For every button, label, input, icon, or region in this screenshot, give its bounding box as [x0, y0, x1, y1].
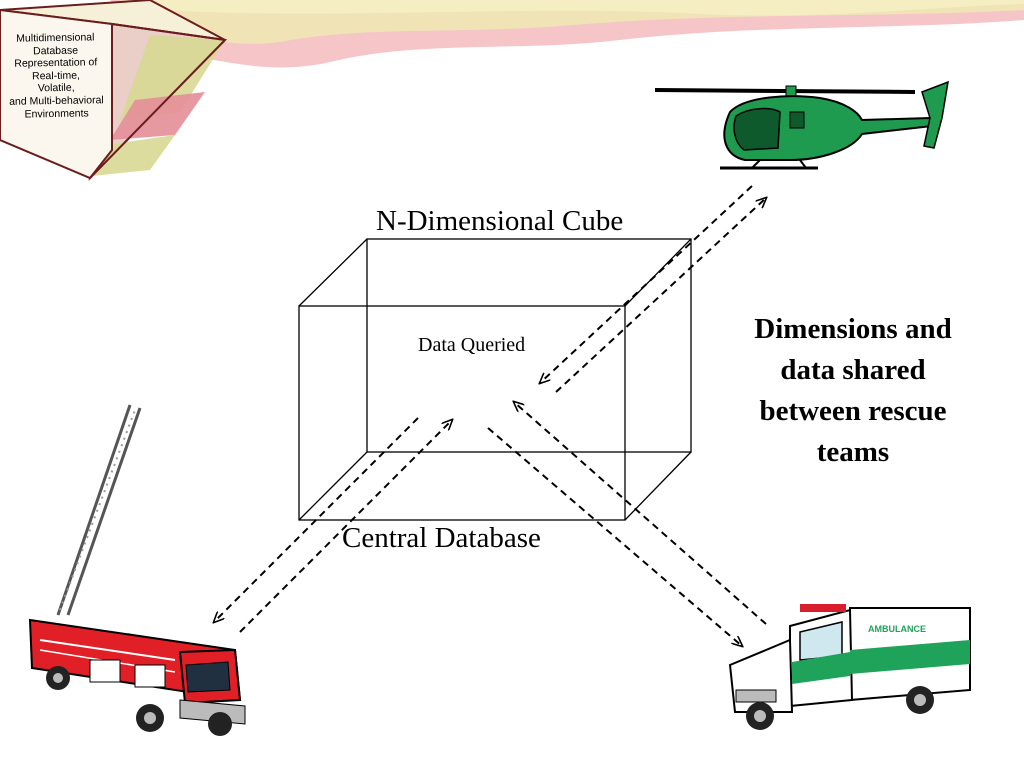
arrow-firetruck-to-cube — [239, 420, 452, 633]
side-note-line: teams — [816, 436, 890, 468]
side-note-line: between rescue — [759, 395, 947, 427]
ambulance-lettering: AMBULANCE — [868, 624, 926, 634]
side-note-line: Dimensions and — [754, 313, 952, 345]
fire-truck-illustration — [28, 404, 246, 736]
logo-cube — [0, 0, 228, 181]
arrow-ambulance-to-cube — [514, 402, 767, 625]
top-banner — [110, 0, 1024, 68]
arrow-helicopter-to-cube — [540, 185, 753, 383]
logo-line: Representation of — [14, 56, 98, 70]
data-flow-arrows — [214, 185, 767, 646]
arrow-cube-to-firetruck — [214, 417, 419, 622]
logo-line: and Multi-behavioral — [9, 94, 104, 108]
helicopter-illustration — [654, 80, 949, 170]
side-note: Dimensions and data shared between rescu… — [728, 309, 978, 473]
logo-line: Environments — [24, 106, 89, 121]
cube-caption: Central Database — [342, 522, 541, 554]
cube-title: N-Dimensional Cube — [376, 205, 624, 237]
cube-center-label: Data Queried — [418, 334, 526, 356]
ambulance-illustration: AMBULANCE — [728, 604, 971, 730]
side-note-line: data shared — [780, 354, 926, 386]
logo-caption: Multidimensional Database Representation… — [0, 31, 113, 121]
arrow-cube-to-ambulance — [487, 427, 742, 646]
